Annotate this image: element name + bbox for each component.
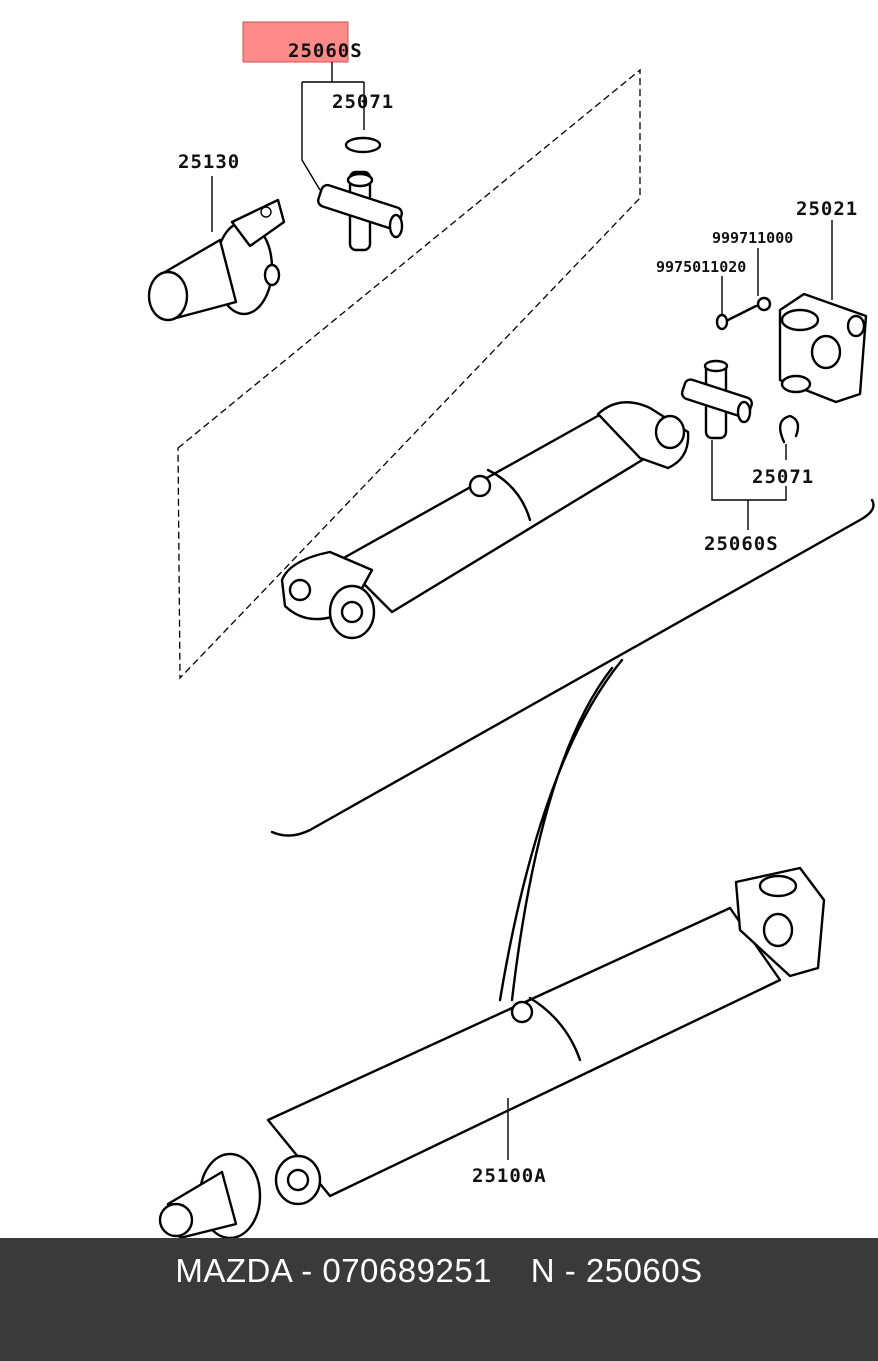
bolt-part[interactable] [715,304,758,331]
callout-999711000[interactable]: 999711000 [712,229,793,247]
sleeve-yoke-part[interactable] [147,198,286,322]
connector-link [498,658,624,1002]
callout-25071-top[interactable]: 25071 [332,91,394,113]
snap-ring-top-part[interactable] [344,136,382,154]
leader-25060s-top [301,62,365,191]
part-number-caption: MAZDA - 070689251 N - 25060S [175,1252,703,1289]
universal-joint-cross-top[interactable] [317,170,404,252]
propeller-shaft-diagram: 25060S 25071 25130 25021 999711000 99750… [147,21,875,1238]
connector-outline [270,498,875,837]
callout-25071-right[interactable]: 25071 [752,466,814,488]
washer-part[interactable] [756,296,772,312]
front-shaft-part[interactable] [280,401,690,640]
leader-25060s-right [711,440,787,530]
callout-25100a[interactable]: 25100A [472,1165,547,1187]
callout-25021[interactable]: 25021 [796,198,858,220]
callout-25060s-top[interactable]: 25060S [288,40,363,62]
callout-25130[interactable]: 25130 [178,151,240,173]
exploded-view-outline [177,68,641,680]
propeller-shaft-assembly-part[interactable] [158,866,826,1238]
flange-yoke-part[interactable] [778,292,868,404]
snap-ring-right-part[interactable] [778,414,800,444]
part-info-footer: MAZDA - 070689251 N - 25060S [0,1238,878,1361]
callout-25060s-right[interactable]: 25060S [704,533,779,555]
highlight-box[interactable] [242,21,349,63]
callout-9975011020[interactable]: 9975011020 [656,258,746,276]
universal-joint-cross-right[interactable] [680,359,754,440]
